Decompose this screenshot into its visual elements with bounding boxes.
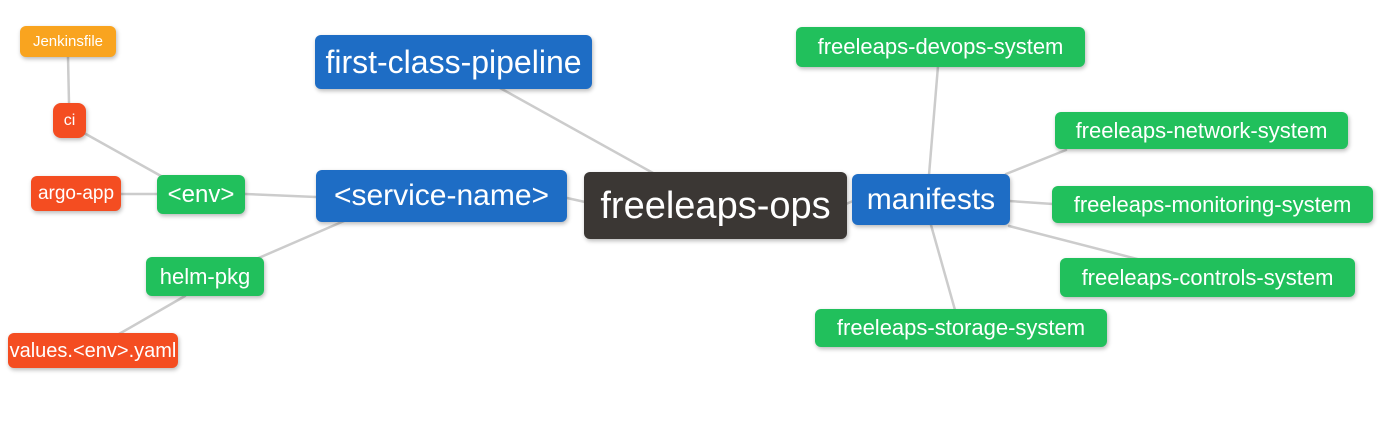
node-values-env-yaml[interactable]: values.<env>.yaml	[8, 333, 178, 368]
node-freeleaps-ops[interactable]: freeleaps-ops	[584, 172, 847, 239]
edge-manifests-monitoring	[1007, 199, 1055, 206]
node-network-system[interactable]: freeleaps-network-system	[1055, 112, 1348, 149]
node-storage-system[interactable]: freeleaps-storage-system	[815, 309, 1107, 347]
edge-manifests-controls	[1007, 224, 1147, 263]
edge-fcp-freeleaps-ops	[498, 86, 655, 175]
node-env[interactable]: <env>	[157, 175, 245, 214]
edge-manifests-storage	[929, 223, 957, 312]
edge-manifests-network	[1004, 148, 1068, 176]
edge-ci-env	[82, 131, 163, 178]
edge-manifests-devops	[927, 64, 940, 177]
node-ci[interactable]: ci	[53, 103, 86, 138]
edge-jenkinsfile-ci	[66, 55, 71, 105]
node-first-class-pipeline[interactable]: first-class-pipeline	[315, 35, 592, 89]
node-monitoring-system[interactable]: freeleaps-monitoring-system	[1052, 186, 1373, 223]
node-jenkinsfile[interactable]: Jenkinsfile	[20, 26, 116, 57]
node-controls-system[interactable]: freeleaps-controls-system	[1060, 258, 1355, 297]
node-manifests[interactable]: manifests	[852, 174, 1010, 225]
edge-service-name-helm-pkg	[252, 219, 346, 262]
node-service-name[interactable]: <service-name>	[316, 170, 567, 222]
node-argo-app[interactable]: argo-app	[31, 176, 121, 211]
node-helm-pkg[interactable]: helm-pkg	[146, 257, 264, 296]
edge-freeleaps-ops-manifests	[844, 199, 855, 206]
edge-values-helm-pkg	[117, 294, 187, 336]
edge-service-name-freeleaps-ops	[565, 196, 587, 204]
node-devops-system[interactable]: freeleaps-devops-system	[796, 27, 1085, 67]
edge-env-service-name	[243, 192, 318, 199]
